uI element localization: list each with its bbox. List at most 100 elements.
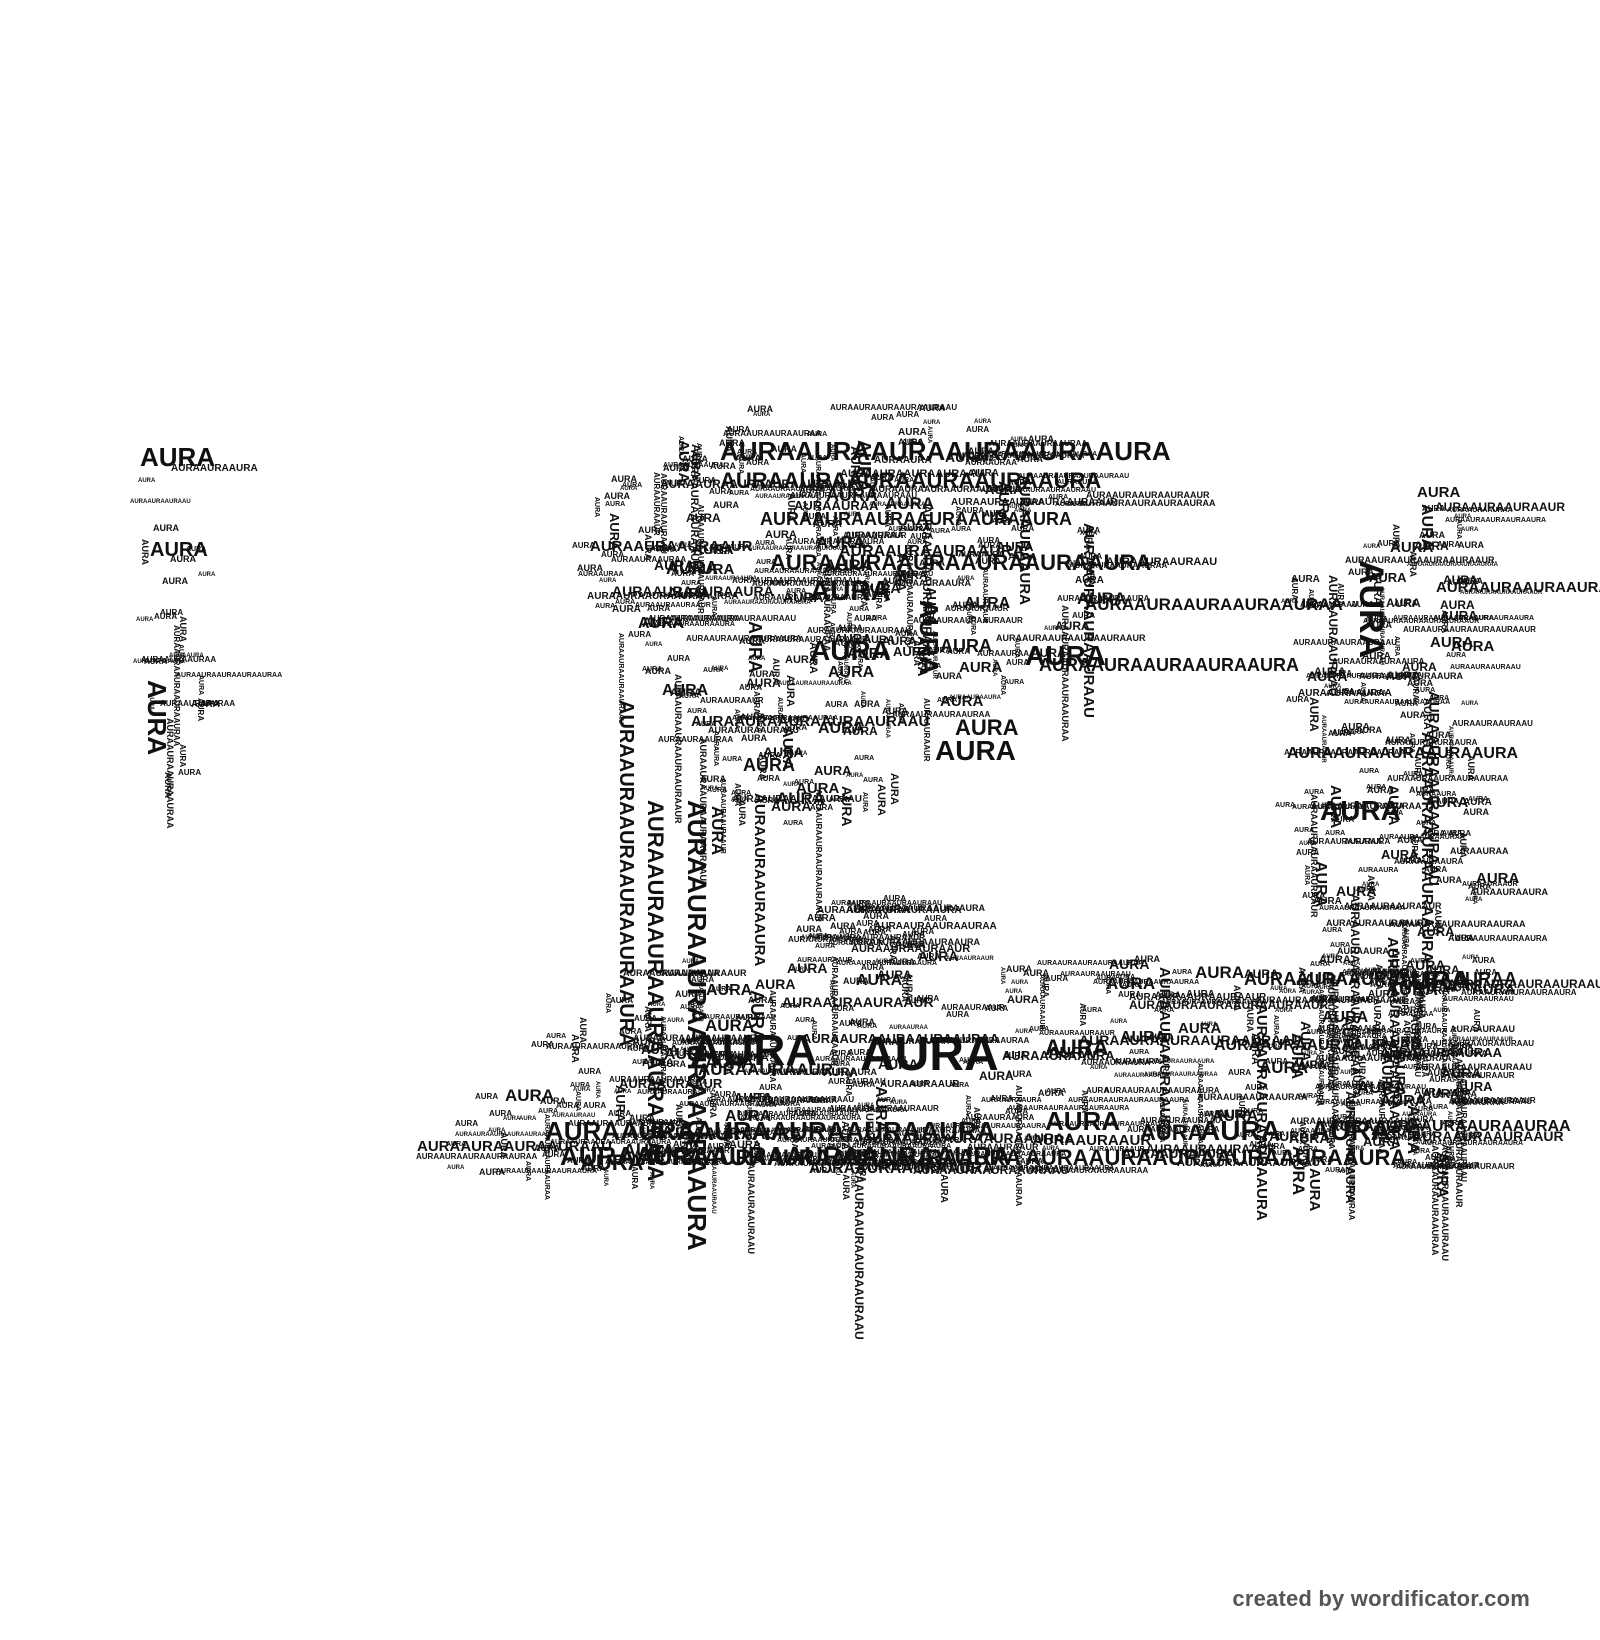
ground-run-1: AURAAURAAURAAURAAURAAURA	[679, 1101, 800, 1108]
tree-word-156: AURA	[645, 642, 663, 648]
tree-word-154: AURA	[871, 413, 894, 422]
hill-word-64: AURAAURA	[1375, 1133, 1421, 1142]
tree-word-198: AURA	[595, 603, 615, 610]
figure-word-114: AURA	[1446, 652, 1466, 659]
tree-word-321: AURA	[722, 756, 742, 763]
tree-word-44: AURAAURAAURAAURAAU	[920, 505, 934, 661]
mound-word-23: AURA	[807, 913, 836, 924]
hill-word-17: AURA	[1122, 982, 1142, 989]
tree-word-312: AURA	[861, 792, 868, 812]
figure-word-185: AURAAURAAURAAUR	[1449, 1096, 1536, 1105]
hill-word-72: AURA	[849, 1017, 875, 1027]
hill-word-37: AURAAURAAURA	[981, 1097, 1042, 1104]
figure-word-240: AURA	[1325, 830, 1345, 837]
hill-word-10: AURA	[876, 1097, 896, 1104]
tree-word-247: AURAAURAAURAAURAAURAAU	[1018, 473, 1129, 480]
hill-word-273: AURAAURAAURAAURAAURAAU	[1079, 1032, 1301, 1048]
left-word-16: AURAAURAAURAAURAAURAA	[172, 625, 181, 747]
hill-word-410: AURA	[1199, 1111, 1219, 1118]
tree-word-188: AURA	[893, 568, 928, 582]
tree-word-79: AURA	[807, 431, 827, 438]
aura-word-large-30: AURA	[1140, 1120, 1204, 1145]
tree-word-277: AURAAURA	[1057, 479, 1097, 486]
hill-word-43: AURA	[759, 1083, 782, 1092]
figure-word-137: AURA	[1365, 615, 1388, 624]
tree-word-65: AURA	[995, 481, 1012, 524]
tree-word-146: AURA	[753, 412, 771, 418]
tree-word-48: AURA	[611, 474, 637, 484]
figure-word-28: AURA	[1366, 875, 1376, 901]
tree-word-211: AURA	[643, 534, 653, 560]
tree-word-25: AURA	[710, 596, 717, 616]
tree-word-189: AURA	[971, 454, 994, 463]
hill-word-285: AURA	[877, 968, 912, 982]
hill-word-393: AURAAURAAU	[552, 1113, 595, 1119]
figure-word-97: AURA	[1471, 887, 1477, 905]
figure-word-108: AURA	[1428, 1104, 1448, 1111]
hill-word-2: AURAAURAAURAAU	[1060, 971, 1131, 978]
hill-word-237: AURA	[455, 1119, 478, 1128]
hill-word-280: AURA	[841, 1174, 851, 1200]
figure-word-170: AURA	[1310, 1155, 1333, 1164]
hill-word-113: AURA	[499, 1132, 509, 1158]
tree-word-26: AURAAURAAURAAURAAURAAUR	[996, 633, 1146, 643]
hill-word-79: AURA	[1364, 968, 1382, 974]
credit-watermark[interactable]: created by wordificator.com	[1232, 1586, 1530, 1611]
hill-word-82: AURAAURAAURAAUR	[1396, 1164, 1472, 1171]
tree-word-152: AURA	[803, 512, 826, 521]
left-word-28: AURAAURAAURAAURAAURAA	[176, 672, 282, 679]
tree-word-7: AURA	[843, 724, 878, 738]
hill-word-326: AURAAURAAURAAURAAURAAUR	[1330, 978, 1340, 1128]
figure-word-26: AURAAURAAURAAU	[1450, 664, 1521, 671]
figure-word-227: AURA	[1444, 749, 1451, 769]
hill-word-108: AURA	[674, 1104, 684, 1130]
tree-word-316: AURA	[810, 803, 833, 812]
tree-word-292: AURA	[735, 453, 761, 463]
tree-word-196: AURA	[642, 666, 662, 673]
aura-word-large-0: AURA	[140, 442, 215, 472]
hill-word-110: AURAAURAAURAAURAA	[931, 1036, 1029, 1045]
figure-word-158: AURA	[1430, 634, 1473, 651]
tree-word-201: AURAAURAAURAAURAAURAA	[1079, 498, 1216, 508]
tree-word-18: AURAAURAAURAAURAA	[892, 710, 990, 719]
left-word-19: AURA	[178, 768, 201, 777]
figure-word-238: AURA	[1408, 551, 1418, 577]
figure-word-159: AURA	[1468, 796, 1488, 803]
figure-word-150: AURA	[1301, 1142, 1311, 1168]
tree-word-59: AURAAURA	[863, 567, 869, 602]
tree-word-17: AURA	[907, 539, 927, 546]
hill-word-215: AURA	[634, 1014, 657, 1023]
hill-word-102: AURA	[632, 1036, 664, 1048]
hill-word-16: AURA	[900, 976, 910, 1002]
hill-word-38: AURA	[698, 1088, 716, 1094]
figure-word-129: AURA	[1427, 1068, 1453, 1078]
tree-word-33: AURA	[1008, 552, 1037, 563]
left-word-7: AURA	[148, 693, 154, 711]
hill-word-180: AURA	[641, 1042, 679, 1057]
hill-word-84: AURAAURAAURAAURA	[809, 1160, 994, 1177]
tree-word-343: AURA	[733, 709, 740, 729]
tree-word-337: AURA	[859, 581, 869, 607]
tree-word-233: AURA	[1055, 619, 1090, 633]
hill-word-367: AURA	[1327, 1129, 1333, 1147]
tree-word-340: AURA	[895, 629, 918, 638]
figure-word-152: AURA	[1457, 576, 1483, 586]
tree-word-326: AURA	[682, 454, 708, 464]
hill-word-3: AURA	[1245, 1006, 1255, 1032]
tree-word-49: AURA	[755, 712, 762, 732]
tree-word-195: AURA	[897, 703, 904, 723]
hill-word-167: AURA	[1186, 989, 1215, 1000]
hill-word-181: AURA	[1270, 986, 1288, 992]
figure-word-41: AURA	[1436, 875, 1462, 885]
hill-word-78: AURA	[831, 1004, 854, 1013]
figure-word-88: AURA	[1377, 539, 1400, 548]
figure-word-3: AURAAURAAURAAURAAU	[1378, 587, 1384, 665]
hill-word-58: AURAAURAAURAAURAAUR	[633, 1033, 757, 1043]
tree-word-75: AURA	[940, 693, 983, 710]
tree-word-217: AURA	[666, 558, 718, 578]
tree-word-69: AURA	[882, 634, 917, 648]
tree-word-42: AURA	[1048, 494, 1068, 501]
hill-word-267: AURA	[918, 948, 958, 964]
figure-word-222: AURA	[1402, 928, 1409, 948]
hill-word-323: AURA	[1429, 1075, 1452, 1084]
